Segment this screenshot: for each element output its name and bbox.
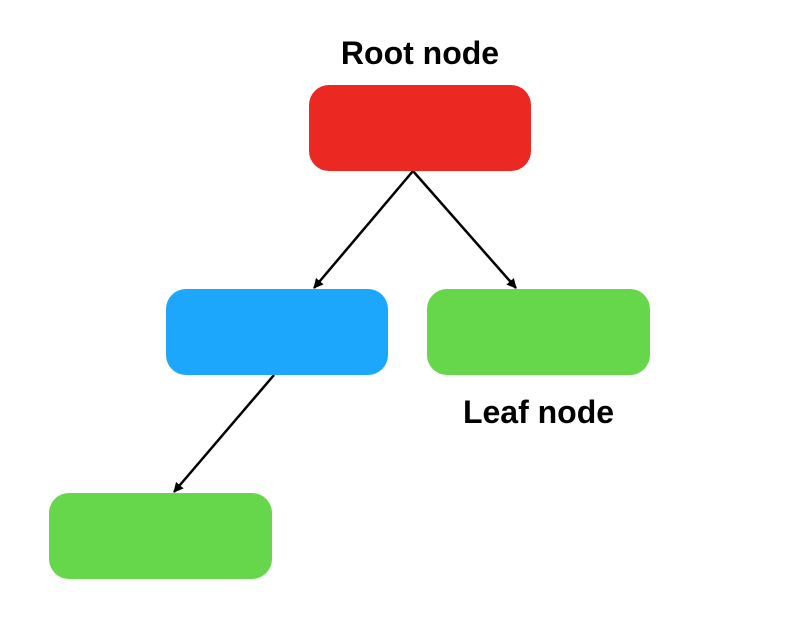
leaf-node-bottom: [49, 493, 272, 579]
leaf-node-right: [427, 289, 650, 375]
edge-root-to-inner: [313, 170, 414, 289]
edge-root-to-leaf-right: [412, 170, 517, 289]
root-node-label: Root node: [340, 35, 500, 71]
edge-inner-to-leaf-bottom: [173, 374, 275, 493]
leaf-node-label: Leaf node: [462, 394, 615, 430]
inner-node: [166, 289, 388, 375]
root-node: [309, 85, 531, 171]
